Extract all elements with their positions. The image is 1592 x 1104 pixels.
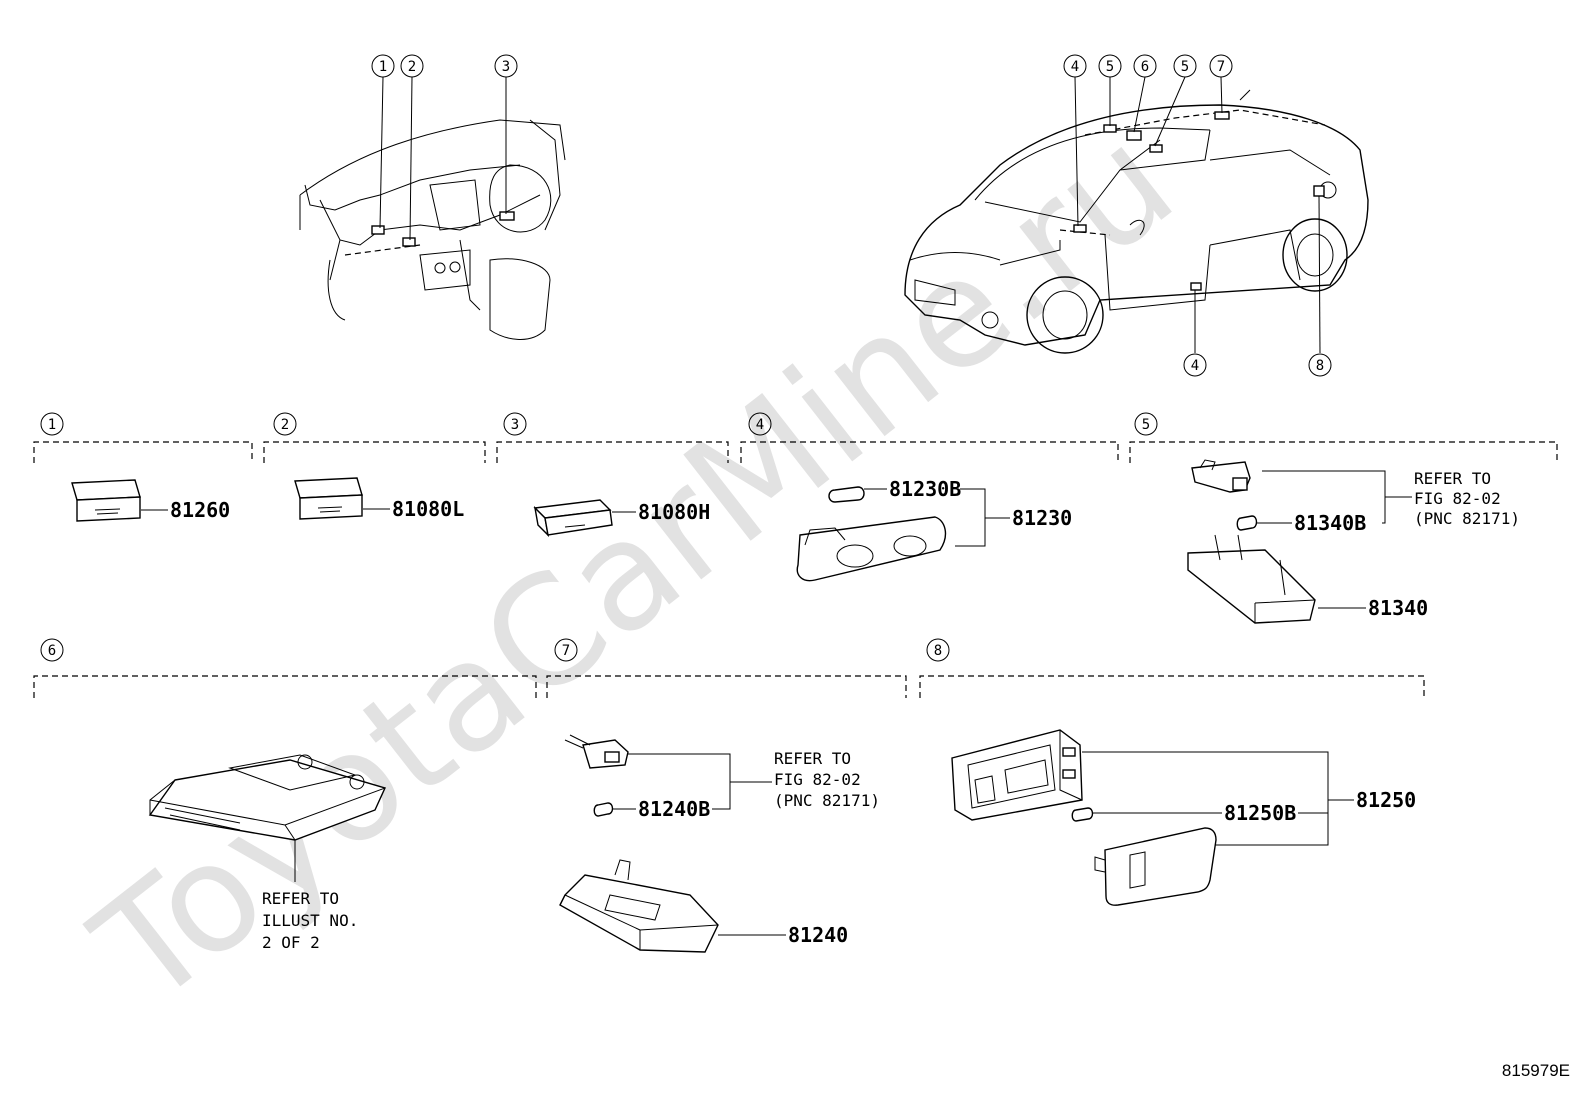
part-number-81240: 81240 xyxy=(788,923,848,947)
section-2-bracket xyxy=(263,441,486,463)
part-number-81260: 81260 xyxy=(170,498,230,522)
section-7-label: 7 xyxy=(562,643,570,659)
refer-fig-line-1-s7: REFER TO xyxy=(774,749,851,768)
callout-7-top: 7 xyxy=(1217,59,1225,75)
part-81250B-bulb-image xyxy=(1071,807,1094,822)
refer-fig-line-2-s7: FIG 82-02 xyxy=(774,770,861,789)
section-8-label: 8 xyxy=(934,643,942,659)
callout-5-a: 5 xyxy=(1106,59,1114,75)
callout-8-top: 8 xyxy=(1316,358,1324,374)
callout-3: 3 xyxy=(502,59,510,75)
refer-illust-line-3: 2 OF 2 xyxy=(262,933,320,952)
callout-2: 2 xyxy=(408,59,416,75)
part-81240-lamp-image xyxy=(559,859,719,953)
refer-fig-line-3-s7: (PNC 82171) xyxy=(774,791,880,810)
part-number-81250: 81250 xyxy=(1356,788,1416,812)
section-7-bracket xyxy=(546,675,907,698)
callout-4-bottom: 4 xyxy=(1191,358,1199,374)
section-3-bracket xyxy=(496,441,729,463)
part-81230-lamp-image xyxy=(796,516,947,582)
overhead-console-image xyxy=(148,754,386,841)
refer-illust-line-1: REFER TO xyxy=(262,889,339,908)
part-number-81080H: 81080H xyxy=(638,500,710,524)
part-number-81230B: 81230B xyxy=(889,477,961,501)
section-5-label: 5 xyxy=(1142,417,1150,433)
socket-wire-image-s7 xyxy=(564,734,629,769)
section-1-label: 1 xyxy=(48,417,56,433)
refer-fig-line-1-s5: REFER TO xyxy=(1414,469,1491,488)
refer-illust-line-2: ILLUST NO. xyxy=(262,911,358,930)
part-number-81240B: 81240B xyxy=(638,797,710,821)
section-4-bracket xyxy=(740,441,1119,463)
refer-fig-line-3-s5: (PNC 82171) xyxy=(1414,509,1520,528)
part-81080H-image xyxy=(533,499,613,538)
part-number-81080L: 81080L xyxy=(392,497,464,521)
refer-fig-line-2-s5: FIG 82-02 xyxy=(1414,489,1501,508)
part-number-81230: 81230 xyxy=(1012,506,1072,530)
part-number-81340: 81340 xyxy=(1368,596,1428,620)
part-number-81250B: 81250B xyxy=(1224,801,1296,825)
section-1-bracket xyxy=(33,441,253,463)
section-3-label: 3 xyxy=(511,417,519,433)
callout-6-top: 6 xyxy=(1141,59,1149,75)
section-5-bracket xyxy=(1129,441,1558,463)
part-81080L-image xyxy=(294,477,363,520)
luggage-lamp-housing-image xyxy=(951,729,1083,821)
figure-code: 815979E xyxy=(1502,1061,1570,1080)
callout-4-top: 4 xyxy=(1071,59,1079,75)
callout-5-b: 5 xyxy=(1181,59,1189,75)
section-2-label: 2 xyxy=(281,417,289,433)
part-81230B-bulb-image xyxy=(828,486,865,503)
section-8-bracket xyxy=(919,675,1425,698)
section-6-bracket xyxy=(33,675,537,698)
car-illustration xyxy=(904,89,1369,354)
part-81340B-bulb-image xyxy=(1236,515,1258,531)
part-81240B-bulb-image xyxy=(593,802,614,817)
section-4-label: 4 xyxy=(756,417,764,433)
section-6-label: 6 xyxy=(48,643,56,659)
part-81260-image xyxy=(71,479,141,522)
part-81340-lamp-image xyxy=(1187,534,1316,624)
socket-wire-image xyxy=(1191,459,1251,493)
part-number-81340B: 81340B xyxy=(1294,511,1366,535)
part-81250-lens-image xyxy=(1094,827,1217,906)
dashboard-illustration xyxy=(299,119,566,340)
callout-1: 1 xyxy=(379,59,387,75)
